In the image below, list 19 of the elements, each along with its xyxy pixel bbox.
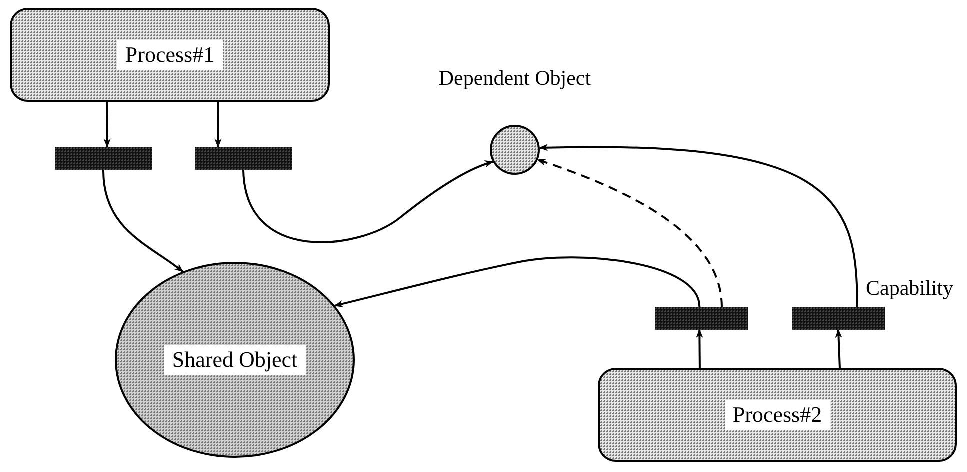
node-label: Shared Object — [164, 345, 306, 375]
arrow — [214, 102, 222, 148]
arrow — [242, 160, 494, 244]
arrow — [835, 329, 842, 368]
capability-label: Capability — [866, 275, 954, 302]
object-label: Dependent Object — [438, 68, 592, 89]
capability-bar — [55, 147, 152, 170]
arrow — [102, 170, 184, 273]
arrow — [104, 102, 111, 148]
arrow — [334, 256, 701, 308]
capability-bar — [195, 147, 292, 170]
node-label: Process#2 — [724, 400, 830, 430]
arrow — [537, 159, 723, 308]
process-box — [10, 8, 330, 102]
node-label: Process#1 — [117, 40, 223, 70]
process-box — [598, 368, 957, 462]
capability-bar — [655, 307, 748, 330]
arrow — [696, 329, 704, 368]
arrow — [539, 144, 858, 308]
